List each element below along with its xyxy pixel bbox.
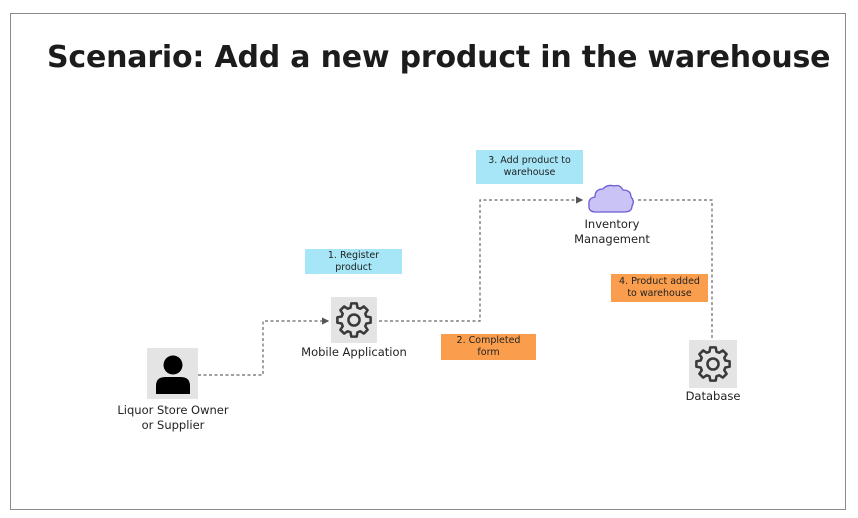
person-icon	[147, 348, 198, 399]
step-1-note: 1. Register product	[305, 249, 402, 274]
gear-icon	[331, 297, 377, 343]
connector-inventory-to-database	[638, 199, 713, 340]
step-4-note: 4. Product added to warehouse	[611, 274, 708, 302]
connector-owner-to-app	[198, 317, 330, 376]
step-3-note: 3. Add product to warehouse	[476, 150, 583, 184]
connector-app-to-inventory	[379, 196, 584, 322]
database-label: Database	[685, 389, 741, 403]
inventory-label: Inventory Management	[574, 217, 650, 246]
diagram-title: Scenario: Add a new product in the wareh…	[47, 40, 831, 75]
mobile-app-label: Mobile Application	[301, 345, 407, 359]
step-2-note: 2. Completed form	[441, 334, 536, 360]
owner-label: Liquor Store Owner or Supplier	[117, 403, 229, 432]
cloud-icon	[586, 182, 636, 216]
gear-icon	[689, 340, 737, 388]
diagram-canvas	[10, 13, 846, 510]
